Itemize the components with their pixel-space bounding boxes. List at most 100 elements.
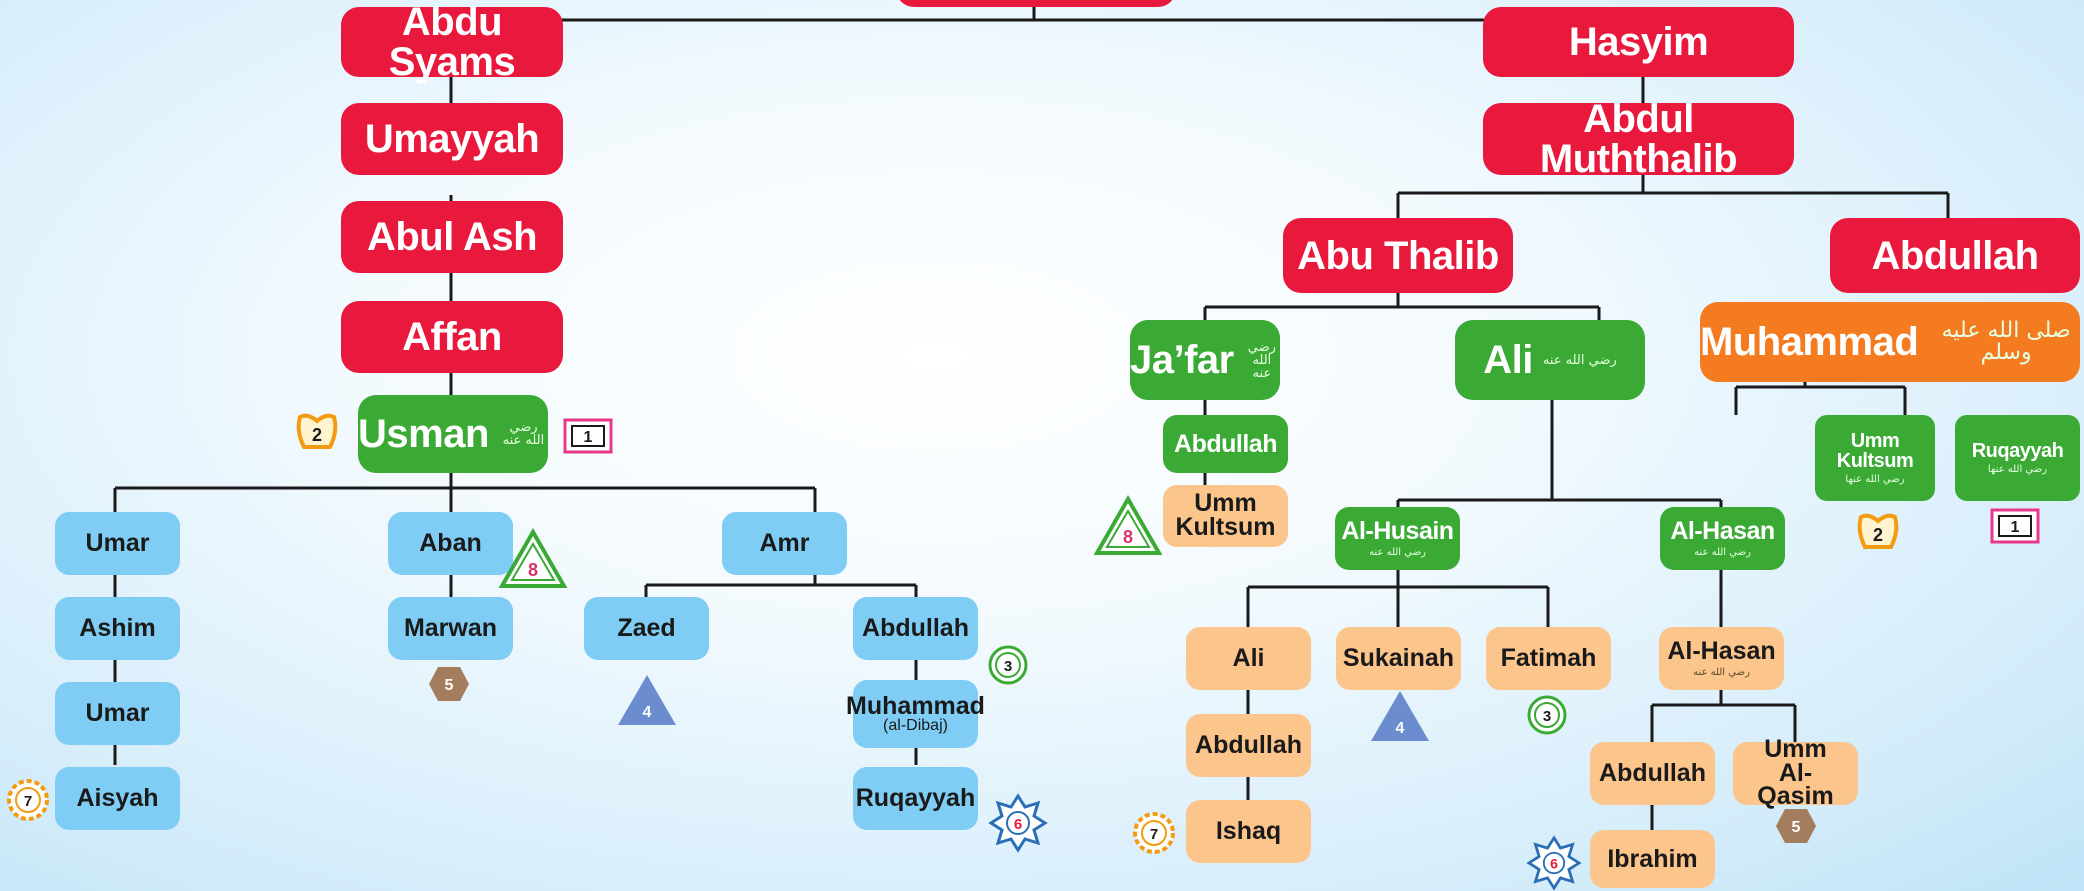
node-zaed: Zaed <box>584 597 709 660</box>
node-marwan-label: Marwan <box>403 614 498 642</box>
marker-7b-text: 7 <box>1150 826 1158 843</box>
honorific-al-husain: رضي الله عنه <box>1369 547 1426 558</box>
marker-6-text: 6 <box>1014 816 1022 833</box>
marker-2-icon: 2 <box>296 413 338 451</box>
node-usman-label: Usman <box>358 412 489 456</box>
node-aban-label: Aban <box>419 529 482 557</box>
marker-4b-text: 4 <box>1396 720 1405 737</box>
node-fatimah: Fatimah <box>1486 627 1611 690</box>
node-affan: Affan <box>341 301 563 373</box>
node-abul-ash-label: Abul Ash <box>366 215 538 259</box>
node-al-hasan: Al-Hasan رضي الله عنه <box>1660 507 1785 570</box>
node-hasyim: Hasyim <box>1483 7 1794 77</box>
marker-3-icon: 3 <box>988 645 1028 685</box>
marker-8b-icon: 8 <box>1093 494 1163 555</box>
marker-2b-icon: 2 <box>1857 513 1899 551</box>
root-node-top-edge <box>896 0 1176 7</box>
node-ali-husain-label: Ali <box>1232 644 1265 672</box>
node-muhammad: Muhammad صلى الله عليه وسلم <box>1700 302 2080 382</box>
node-abdullah-ali: Abdullah <box>1186 714 1311 777</box>
node-abdul-muththalib-label: Abdul Muththalib <box>1539 97 1738 181</box>
honorific-ruqayyah: رضي الله عنها <box>1987 464 2048 475</box>
node-muhammad-label: Muhammad <box>1700 320 1919 364</box>
node-amr: Amr <box>722 512 847 575</box>
node-ruqayyah-granddaughter-label: Ruqayyah <box>855 784 976 812</box>
marker-4-text: 4 <box>643 704 652 721</box>
honorific-usman: رضي الله عنه <box>502 420 545 448</box>
marker-1-text: 1 <box>584 429 593 446</box>
honorific-ali: رضي الله عنه <box>1542 352 1617 368</box>
node-abdu-syams-label: Abdu Syams <box>388 0 516 84</box>
marker-8-icon: 8 <box>498 527 568 588</box>
node-umm-kultsum-jafar: Umm Kultsum <box>1163 485 1288 547</box>
node-usman: Usman رضي الله عنه <box>358 395 548 473</box>
node-ishaq: Ishaq <box>1186 800 1311 863</box>
node-abu-thalib-label: Abu Thalib <box>1297 233 1499 278</box>
node-abdu-syams: Abdu Syams <box>341 2 563 82</box>
node-abul-ash: Abul Ash <box>341 201 563 273</box>
marker-1b-icon: 1 <box>1990 508 2040 544</box>
node-ruqayyah-daughter: Ruqayyah رضي الله عنها <box>1955 415 2080 501</box>
node-abdullah-hasan-label: Abdullah <box>1599 759 1706 787</box>
node-umm-kultsum-jafar-label: Umm Kultsum <box>1175 489 1276 541</box>
node-al-hasan-label: Al-Hasan <box>1670 517 1775 545</box>
node-abdullah-jafar-label: Abdullah <box>1174 429 1277 458</box>
node-umayyah-label: Umayyah <box>364 117 540 161</box>
node-abdullah-father-label: Abdullah <box>1871 233 2039 278</box>
node-abu-thalib: Abu Thalib <box>1283 218 1513 293</box>
node-sukainah-label: Sukainah <box>1342 644 1455 672</box>
node-affan-label: Affan <box>402 315 502 359</box>
node-ibrahim-label: Ibrahim <box>1607 844 1698 873</box>
node-umar-2: Umar <box>55 682 180 745</box>
marker-3b-text: 3 <box>1543 708 1551 725</box>
node-umar-1: Umar <box>55 512 180 575</box>
node-ali-husain: Ali <box>1186 627 1311 690</box>
node-hasyim-label: Hasyim <box>1568 20 1709 64</box>
node-abdullah-amr-label: Abdullah <box>862 614 969 642</box>
node-ali-label: Ali <box>1483 338 1533 382</box>
node-aisyah: Aisyah <box>55 767 180 830</box>
node-ruqayyah-daughter-label: Ruqayyah <box>1971 440 2064 462</box>
node-abdullah-ali-label: Abdullah <box>1195 731 1302 759</box>
node-ishaq-label: Ishaq <box>1215 817 1282 845</box>
node-umar-1-label: Umar <box>85 529 150 557</box>
node-muhammad-dibaj-label: Muhammad <box>846 691 985 720</box>
node-jafar-label: Ja’far <box>1130 338 1234 382</box>
marker-6b-text: 6 <box>1550 856 1558 872</box>
node-abdullah-amr: Abdullah <box>853 597 978 660</box>
marker-5-icon: 5 <box>428 666 470 702</box>
node-ibrahim: Ibrahim <box>1590 830 1715 888</box>
marker-7-icon: 7 <box>6 778 50 822</box>
marker-2-text: 2 <box>312 425 322 445</box>
marker-1b-text: 1 <box>2011 519 2020 536</box>
node-aisyah-label: Aisyah <box>76 784 159 812</box>
node-ruqayyah-granddaughter: Ruqayyah <box>853 767 978 830</box>
node-abdullah-father: Abdullah <box>1830 218 2080 293</box>
node-umayyah: Umayyah <box>341 103 563 175</box>
honorific-umm-kultsum: رضي الله عنها <box>1845 474 1905 485</box>
node-marwan: Marwan <box>388 597 513 660</box>
marker-5b-text: 5 <box>1792 819 1801 836</box>
honorific-jafar: رضي الله عنه <box>1247 339 1277 381</box>
node-ali: Ali رضي الله عنه <box>1455 320 1645 400</box>
node-sukainah: Sukainah <box>1336 627 1461 690</box>
marker-7b-icon: 7 <box>1132 811 1176 855</box>
marker-4b-icon: 4 <box>1370 690 1430 742</box>
node-muhammad-dibaj: Muhammad(al-Dibaj) <box>846 680 985 748</box>
marker-3b-icon: 3 <box>1527 695 1567 735</box>
node-amr-label: Amr <box>759 529 810 557</box>
node-umar-2-label: Umar <box>85 699 150 727</box>
honorific-al-hasan: رضي الله عنه <box>1694 547 1751 558</box>
node-abdul-muththalib: Abdul Muththalib <box>1483 99 1794 179</box>
node-abdullah-jafar: Abdullah <box>1163 415 1288 473</box>
node-aban: Aban <box>388 512 513 575</box>
node-ashim: Ashim <box>55 597 180 660</box>
marker-7-text: 7 <box>24 793 32 810</box>
honorific-al-hasan-2: رضي الله عنه <box>1693 667 1750 678</box>
honorific-muhammad: صلى الله عليه وسلم <box>1941 318 2072 365</box>
marker-2b-text: 2 <box>1873 525 1883 545</box>
marker-3-text: 3 <box>1004 658 1012 675</box>
node-jafar: Ja’far رضي الله عنه <box>1130 320 1280 400</box>
